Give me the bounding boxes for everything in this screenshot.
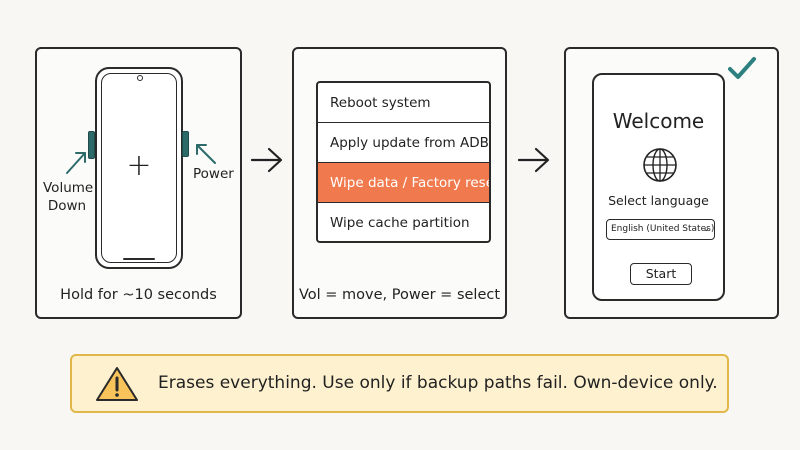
menu-item-apply-update-adb[interactable]: Apply update from ADB bbox=[318, 123, 489, 163]
power-label: Power bbox=[193, 166, 234, 182]
phone-illustration: + bbox=[95, 67, 183, 269]
recovery-menu: Reboot system Apply update from ADB Wipe… bbox=[316, 81, 491, 243]
globe-icon bbox=[643, 148, 677, 182]
menu-item-wipe-cache-partition[interactable]: Wipe cache partition bbox=[330, 215, 470, 231]
arrow-right-icon bbox=[250, 147, 283, 173]
camera-icon bbox=[137, 75, 143, 81]
home-bar bbox=[123, 258, 155, 260]
volume-down-label: Volume Down bbox=[43, 180, 94, 214]
volume-down-button bbox=[88, 131, 95, 159]
step-recovery-menu-panel: Reboot system Apply update from ADB Wipe… bbox=[292, 47, 507, 319]
warning-banner: Erases everything. Use only if backup pa… bbox=[70, 354, 729, 413]
warning-text: Erases everything. Use only if backup pa… bbox=[158, 373, 718, 393]
step-1-caption: Hold for ~10 seconds bbox=[60, 287, 217, 303]
welcome-screen: Welcome Select language English (United … bbox=[592, 73, 725, 301]
language-select[interactable]: English (United States) ⌄ bbox=[606, 219, 715, 240]
step-welcome-screen-panel: Welcome Select language English (United … bbox=[564, 47, 779, 319]
power-button bbox=[182, 131, 189, 157]
welcome-title: Welcome bbox=[612, 109, 705, 133]
plus-icon: + bbox=[126, 148, 152, 183]
arrow-right-icon bbox=[517, 147, 550, 173]
chevron-down-icon: ⌄ bbox=[702, 224, 710, 234]
menu-item-wipe-data-factory-reset[interactable]: Wipe data / Factory reset bbox=[318, 163, 489, 203]
menu-item-reboot-system[interactable]: Reboot system bbox=[318, 83, 489, 123]
step-hold-buttons-panel: + Volume Down Power Hold for ~10 seconds bbox=[35, 47, 242, 319]
select-language-label: Select language bbox=[608, 193, 709, 208]
step-2-caption: Vol = move, Power = select bbox=[298, 287, 501, 303]
start-button[interactable]: Start bbox=[630, 263, 692, 285]
volume-pointer-arrow-icon bbox=[66, 152, 86, 174]
phone-screen bbox=[101, 73, 177, 263]
warning-triangle-icon bbox=[96, 367, 138, 401]
checkmark-icon bbox=[728, 57, 756, 79]
language-select-value: English (United States) bbox=[611, 224, 715, 234]
power-pointer-arrow-icon bbox=[196, 144, 216, 164]
